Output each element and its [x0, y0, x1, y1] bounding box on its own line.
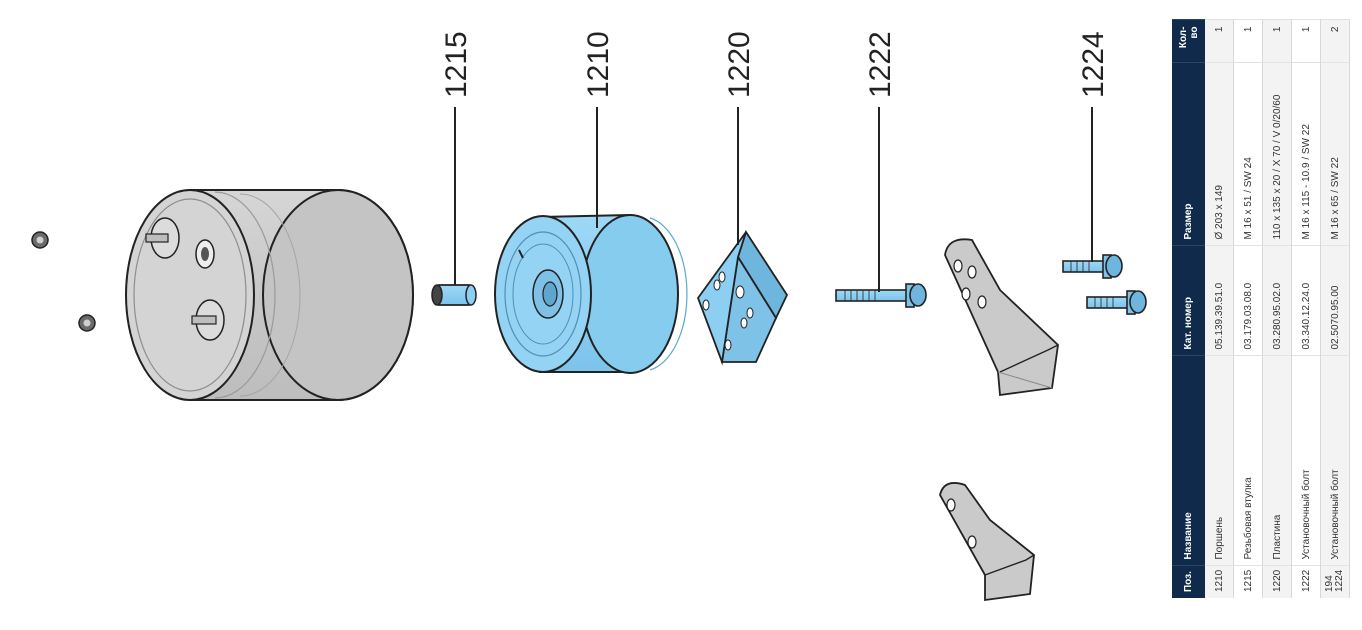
cell-qty: 1 — [1233, 20, 1263, 63]
cell-pos: 1210 — [1205, 566, 1234, 598]
header-qty: Кол-во — [1172, 20, 1205, 63]
mounting-bracket-upper — [944, 238, 1059, 397]
cell-qty: 1 — [1205, 20, 1234, 63]
header-size: Размер — [1172, 63, 1205, 246]
cell-name: Установочный болт — [1320, 356, 1350, 566]
cell-size: M 16 x 65 / SW 22 — [1320, 63, 1350, 246]
cell-qty: 1 — [1262, 20, 1292, 63]
cell-pos: 194 1224 — [1320, 566, 1350, 598]
table-row: 1210 Поршень 05.139.39.51.0 Ø 203 x 149 … — [1205, 20, 1234, 598]
cell-pos-line2: 1224 — [1334, 569, 1345, 592]
cell-catalog-number: 03.340.12.24.0 — [1291, 246, 1321, 356]
cell-catalog-number: 03.179.03.08.0 — [1233, 246, 1263, 356]
table-row: 1222 Установочный болт 03.340.12.24.0 M … — [1291, 20, 1321, 598]
piston-1210 — [494, 213, 688, 374]
cell-name: Пластина — [1262, 356, 1292, 566]
callout-leaders — [454, 107, 1093, 292]
mounting-stud — [191, 299, 225, 341]
callout-1210: 1210 — [582, 31, 615, 98]
header-name: Название — [1172, 356, 1205, 566]
cell-size: M 16 x 115 - 10.9 / SW 22 — [1291, 63, 1321, 246]
table-row: 1215 Резьбовая втулка 03.179.03.08.0 M 1… — [1233, 20, 1263, 598]
cell-size: 110 x 135 x 20 / X 70 / V 0/20/60 — [1262, 63, 1292, 246]
cell-name: Поршень — [1205, 356, 1234, 566]
callout-1220: 1220 — [723, 31, 756, 98]
callout-1224: 1224 — [1077, 31, 1110, 98]
cell-catalog-number: 02.5070.95.00 — [1320, 246, 1350, 356]
adjusting-bolt-1224 — [1062, 254, 1123, 279]
cell-name: Установочный болт — [1291, 356, 1321, 566]
hex-nut — [31, 231, 49, 249]
threaded-bushing-1215 — [431, 284, 477, 306]
exploded-diagram: 1215 1210 1220 1222 1224 — [31, 31, 1147, 602]
callout-1215: 1215 — [440, 31, 473, 98]
table-header-row: Поз. Название Кат. номер Размер Кол-во — [1172, 20, 1205, 598]
cell-size: Ø 203 x 149 — [1205, 63, 1234, 246]
parts-table: Поз. Название Кат. номер Размер Кол-во 1… — [1172, 20, 1350, 598]
hex-nut — [78, 314, 96, 332]
cell-catalog-number: 05.139.39.51.0 — [1205, 246, 1234, 356]
air-spring-housing — [125, 189, 414, 401]
table-row: 1220 Пластина 03.280.95.02.0 110 x 135 x… — [1262, 20, 1292, 598]
parts-table-container: Поз. Название Кат. номер Размер Кол-во 1… — [1172, 20, 1362, 598]
callout-1222: 1222 — [864, 31, 897, 98]
mounting-bracket-lower — [939, 482, 1035, 602]
cell-name: Резьбовая втулка — [1233, 356, 1263, 566]
air-port — [195, 239, 215, 269]
cell-qty: 2 — [1320, 20, 1350, 63]
cell-pos: 1220 — [1262, 566, 1292, 598]
plate-1220 — [696, 229, 789, 366]
table-row: 194 1224 Установочный болт 02.5070.95.00… — [1320, 20, 1350, 598]
cell-size: M 16 x 51 / SW 24 — [1233, 63, 1263, 246]
cell-qty: 1 — [1291, 20, 1321, 63]
header-catalog-number: Кат. номер — [1172, 246, 1205, 356]
mounting-stud — [145, 217, 180, 259]
cell-catalog-number: 03.280.95.02.0 — [1262, 246, 1292, 356]
adjusting-bolt-1222 — [835, 283, 927, 308]
header-pos: Поз. — [1172, 566, 1205, 598]
cell-pos: 1215 — [1233, 566, 1263, 598]
cell-pos: 1222 — [1291, 566, 1321, 598]
adjusting-bolt-1224 — [1086, 290, 1147, 315]
